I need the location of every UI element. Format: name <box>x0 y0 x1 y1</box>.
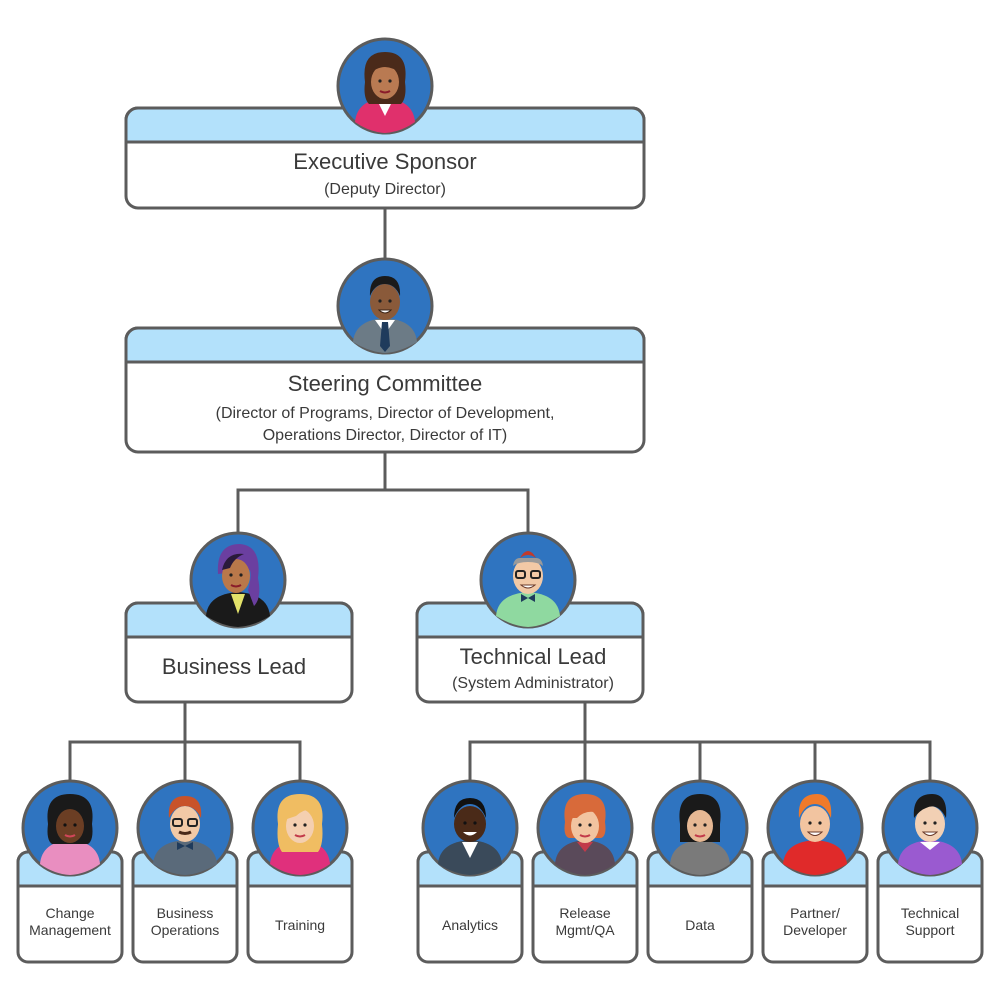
card-subtitle-line1: (Director of Programs, Director of Devel… <box>216 405 555 422</box>
man-dark-avatar <box>421 779 519 877</box>
card-label-line1: Release <box>559 905 611 921</box>
connector-steering-business <box>236 452 387 533</box>
role-card-analytics: Analytics <box>416 779 524 964</box>
card-label-line2: Developer <box>783 922 847 938</box>
connector-business-children <box>68 740 302 783</box>
card-label-line1: Partner/ <box>790 905 840 921</box>
card-label-line2: Management <box>29 922 111 938</box>
role-card-data: Data <box>646 779 754 964</box>
role-card-release: Release Mgmt/QA <box>531 779 639 964</box>
man-purple-shirt-avatar <box>881 779 979 877</box>
role-card-steering: Steering Committee (Director of Programs… <box>124 257 646 454</box>
woman-blonde-avatar <box>251 779 349 877</box>
man-glasses-bowtie-avatar <box>479 531 577 629</box>
card-subtitle: (System Administrator) <box>452 675 614 692</box>
woman-bob-avatar <box>651 779 749 877</box>
card-label-line2: Support <box>905 922 954 938</box>
woman-purple-hair-avatar <box>189 531 287 629</box>
woman-pink-blazer-avatar <box>336 37 434 135</box>
card-label-line1: Technical <box>901 905 959 921</box>
role-card-executive: Executive Sponsor (Deputy Director) <box>124 37 646 210</box>
man-orange-hair-avatar <box>766 779 864 877</box>
card-label: Data <box>685 917 715 933</box>
role-card-partner: Partner/ Developer <box>761 779 869 964</box>
card-subtitle: (Deputy Director) <box>324 181 446 198</box>
card-title: Executive Sponsor <box>293 149 476 174</box>
card-label: Analytics <box>442 917 498 933</box>
connector-steering-technical <box>385 488 530 533</box>
card-label-line2: Operations <box>151 922 219 938</box>
card-label-line2: Mgmt/QA <box>555 922 615 938</box>
card-label-line1: Business <box>157 905 214 921</box>
card-title: Steering Committee <box>288 371 482 396</box>
role-card-training: Training <box>246 779 354 964</box>
connector-lines <box>68 208 932 783</box>
woman-orange-hair-avatar <box>536 779 634 877</box>
card-title: Business Lead <box>162 654 306 679</box>
man-glasses-redhair-avatar <box>136 779 234 877</box>
role-card-business: Business Lead <box>124 531 354 704</box>
role-card-technical: Technical Lead (System Administrator) <box>415 531 645 704</box>
card-label-line1: Change <box>45 905 94 921</box>
role-card-bizops: Business Operations <box>131 779 239 964</box>
role-card-change: Change Management <box>16 779 124 964</box>
role-card-support: Technical Support <box>876 779 984 964</box>
woman-curly-hair-avatar <box>21 779 119 877</box>
card-title: Technical Lead <box>460 644 607 669</box>
man-tie-avatar <box>336 257 434 355</box>
card-subtitle-line2: Operations Director, Director of IT) <box>263 427 508 444</box>
card-label: Training <box>275 917 325 933</box>
